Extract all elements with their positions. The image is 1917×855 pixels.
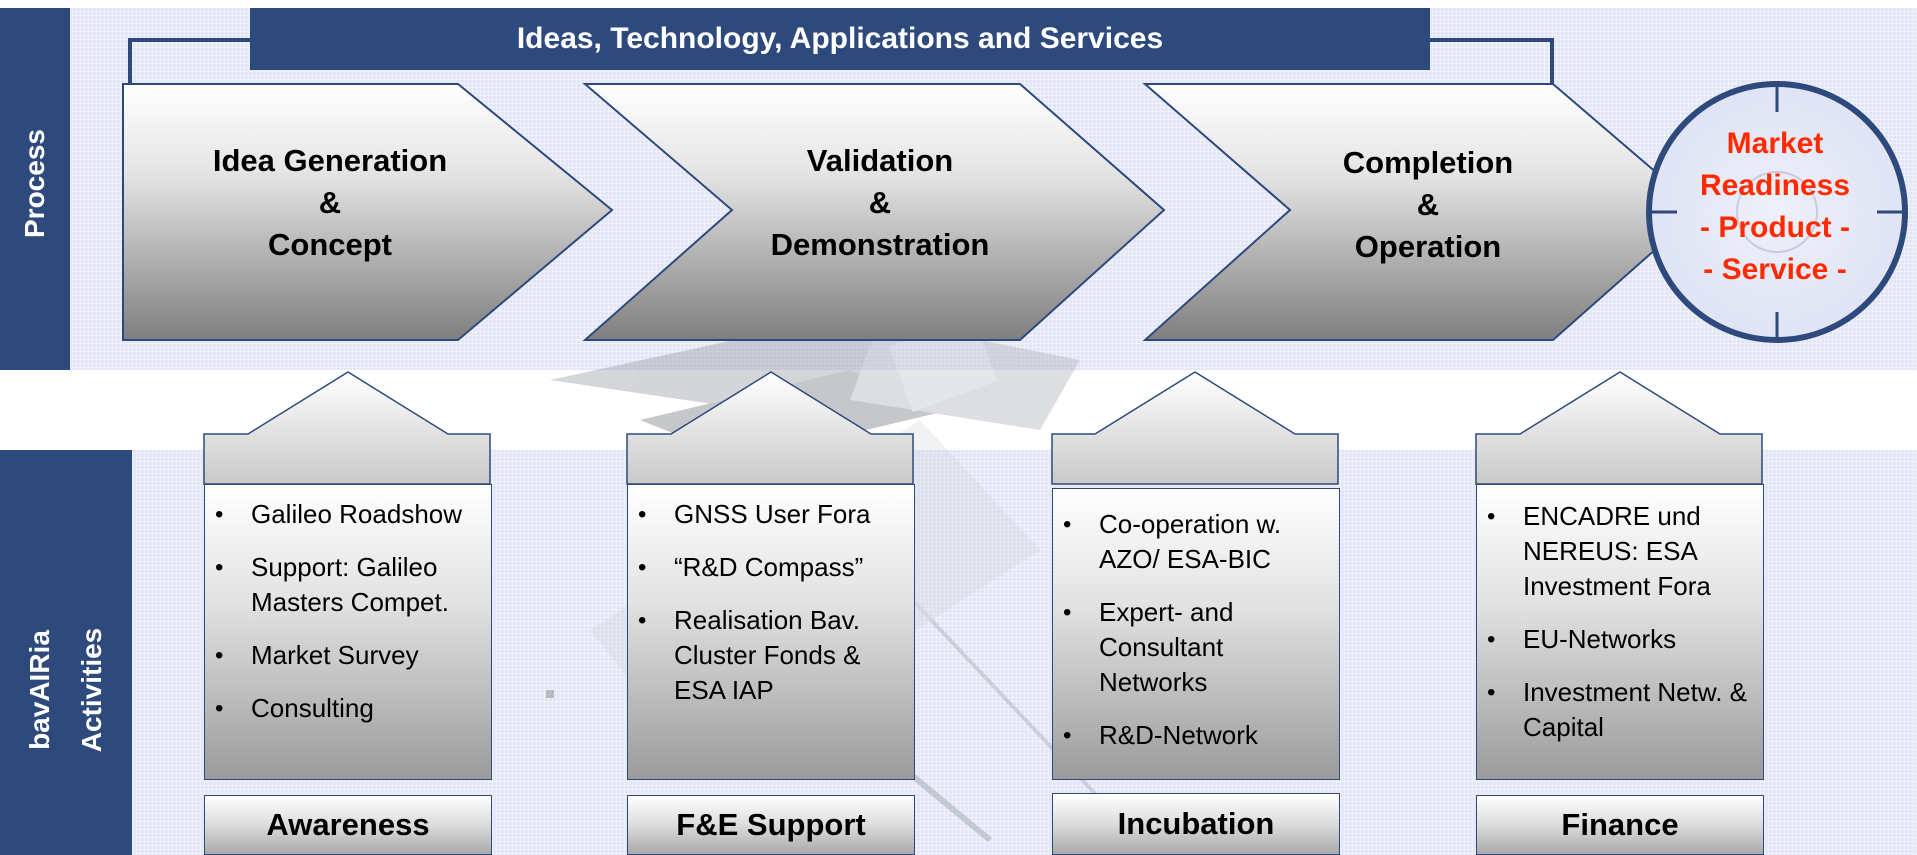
step-ampersand: & bbox=[318, 185, 342, 220]
activities-sidebar bbox=[0, 450, 132, 855]
market-line-1: Market bbox=[1726, 127, 1824, 160]
list-item: Consulting bbox=[205, 691, 483, 726]
step-title: Completion bbox=[1342, 145, 1514, 180]
step-title: Idea Generation bbox=[212, 143, 448, 178]
up-arrow-finance bbox=[1475, 371, 1763, 485]
up-arrow-fe-support bbox=[626, 371, 914, 485]
list-item: Co-operation w. AZO/ ESA-BIC bbox=[1053, 507, 1331, 577]
activity-list: Co-operation w. AZO/ ESA-BIC Expert- and… bbox=[1053, 507, 1331, 753]
list-item: Support: Galileo Masters Compet. bbox=[205, 550, 483, 620]
label-fe-support: F&E Support bbox=[627, 795, 915, 855]
step-validation-text: Validation & Demonstration bbox=[720, 140, 1040, 266]
step-ampersand: & bbox=[868, 185, 892, 220]
banner-title: Ideas, Technology, Applications and Serv… bbox=[250, 8, 1430, 70]
list-item: Investment Netw. & Capital bbox=[1477, 675, 1755, 745]
market-readiness-text: Market Readiness - Product - - Service - bbox=[1660, 123, 1890, 291]
step-completion-text: Completion & Operation bbox=[1268, 142, 1588, 268]
list-item: Market Survey bbox=[205, 638, 483, 673]
step-idea-generation-text: Idea Generation & Concept bbox=[170, 140, 490, 266]
chevron-validation bbox=[582, 83, 1166, 341]
list-item: EU-Networks bbox=[1477, 622, 1755, 657]
step-title: Validation bbox=[806, 143, 954, 178]
market-readiness-target-icon bbox=[1646, 81, 1908, 343]
up-arrow-awareness bbox=[203, 371, 491, 485]
market-line-2: Readiness bbox=[1699, 169, 1851, 202]
step-subtitle: Demonstration bbox=[770, 227, 990, 262]
list-item: R&D-Network bbox=[1053, 718, 1331, 753]
activity-box-finance: ENCADRE und NEREUS: ESA Investment Fora … bbox=[1476, 484, 1764, 780]
activity-box-awareness: Galileo Roadshow Support: Galileo Master… bbox=[204, 484, 492, 780]
label-incubation: Incubation bbox=[1052, 793, 1340, 855]
banner-connector-right bbox=[1430, 38, 1554, 84]
list-item: Realisation Bav. Cluster Fonds & ESA IAP bbox=[628, 603, 906, 708]
label-finance: Finance bbox=[1476, 795, 1764, 855]
market-line-4: - Service - bbox=[1703, 253, 1847, 286]
list-item: Galileo Roadshow bbox=[205, 497, 483, 532]
list-item: GNSS User Fora bbox=[628, 497, 906, 532]
activity-list: GNSS User Fora “R&D Compass” Realisation… bbox=[628, 497, 906, 708]
chevron-completion bbox=[1142, 83, 1702, 341]
step-subtitle: Operation bbox=[1354, 229, 1502, 264]
process-sidebar bbox=[0, 8, 70, 370]
up-arrow-incubation bbox=[1051, 371, 1339, 485]
activity-box-fe-support: GNSS User Fora “R&D Compass” Realisation… bbox=[627, 484, 915, 780]
banner-connector-left bbox=[128, 38, 250, 84]
decorative-square bbox=[546, 690, 554, 698]
activity-box-incubation: Co-operation w. AZO/ ESA-BIC Expert- and… bbox=[1052, 488, 1340, 780]
list-item: Expert- and Consultant Networks bbox=[1053, 595, 1331, 700]
activity-list: ENCADRE und NEREUS: ESA Investment Fora … bbox=[1477, 499, 1755, 745]
label-awareness: Awareness bbox=[204, 795, 492, 855]
activity-list: Galileo Roadshow Support: Galileo Master… bbox=[205, 497, 483, 726]
chevron-idea-generation bbox=[122, 83, 614, 341]
step-subtitle: Concept bbox=[268, 227, 392, 262]
step-ampersand: & bbox=[1416, 187, 1440, 222]
list-item: “R&D Compass” bbox=[628, 550, 906, 585]
market-line-3: - Product - bbox=[1700, 211, 1850, 244]
list-item: ENCADRE und NEREUS: ESA Investment Fora bbox=[1477, 499, 1755, 604]
